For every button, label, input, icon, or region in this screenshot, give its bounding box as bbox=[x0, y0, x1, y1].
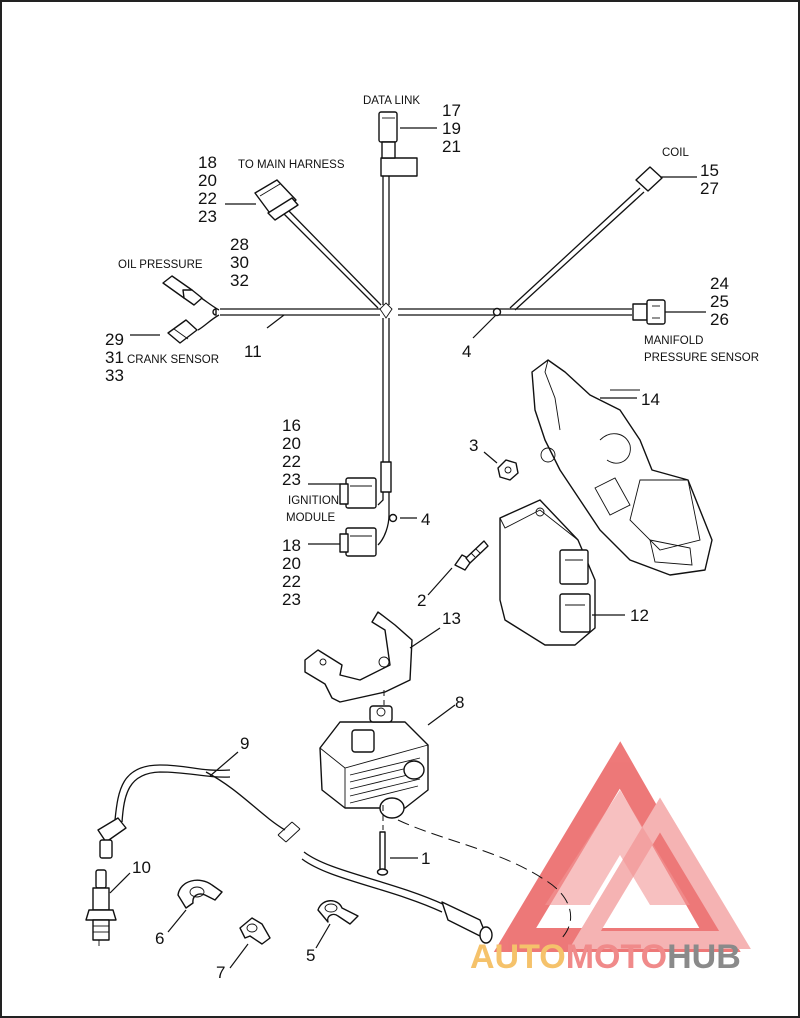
watermark-hub: HUB bbox=[667, 938, 741, 976]
callout-25: 25 bbox=[710, 292, 729, 311]
cable-clip-medium bbox=[315, 900, 359, 949]
callout-22-lower: 22 bbox=[282, 572, 301, 591]
label-crank-sensor: CRANK SENSOR bbox=[127, 354, 219, 366]
label-manifold: MANIFOLD bbox=[644, 335, 703, 347]
spark-plug-cable bbox=[97, 751, 572, 944]
callout-20: 20 bbox=[198, 171, 217, 190]
callout-4-lower: 4 bbox=[421, 510, 430, 529]
label-data-link: DATA LINK bbox=[363, 95, 420, 107]
callout-3: 3 bbox=[469, 436, 478, 455]
main-harness-connector bbox=[225, 179, 299, 221]
coil-connector bbox=[635, 166, 697, 192]
spark-plug bbox=[85, 869, 131, 946]
callout-5: 5 bbox=[306, 946, 315, 965]
callout-22-upper: 22 bbox=[282, 452, 301, 471]
callout-26: 26 bbox=[710, 310, 729, 329]
data-link-connector bbox=[378, 111, 437, 159]
watermark-moto: MOTO bbox=[566, 938, 667, 976]
label-ignition: IGNITION bbox=[288, 495, 339, 507]
manifold-sensor-connector bbox=[632, 299, 706, 325]
oil-pressure-connector bbox=[162, 275, 203, 306]
callout-29: 29 bbox=[105, 330, 124, 349]
callout-14: 14 bbox=[641, 390, 660, 409]
label-pressure-sensor: PRESSURE SENSOR bbox=[644, 352, 759, 364]
watermark-logo bbox=[493, 741, 751, 952]
callout-23-upper: 23 bbox=[282, 470, 301, 489]
callout-27: 27 bbox=[700, 179, 719, 198]
callout-13: 13 bbox=[442, 609, 461, 628]
callout-28: 28 bbox=[230, 235, 249, 254]
callout-21: 21 bbox=[442, 137, 461, 156]
callout-8: 8 bbox=[455, 693, 464, 712]
callout-20-lower: 20 bbox=[282, 554, 301, 573]
label-coil: COIL bbox=[662, 147, 689, 159]
callout-12: 12 bbox=[630, 606, 649, 625]
housing-bracket bbox=[531, 359, 713, 576]
callout-19: 19 bbox=[442, 119, 461, 138]
ignition-coil bbox=[319, 704, 456, 830]
callout-11: 11 bbox=[244, 342, 262, 361]
callout-16: 16 bbox=[282, 416, 301, 435]
leader-lines bbox=[266, 314, 497, 519]
callout-23-lower: 23 bbox=[282, 590, 301, 609]
callout-24: 24 bbox=[710, 274, 729, 293]
watermark-text: AUTOMOTOHUB bbox=[470, 938, 741, 976]
ignition-module-connectors bbox=[308, 477, 377, 557]
svg-text:AUTOMOTOHUB: AUTOMOTOHUB bbox=[470, 938, 741, 976]
callout-23: 23 bbox=[198, 207, 217, 226]
ignition-module bbox=[499, 499, 625, 646]
callout-9: 9 bbox=[240, 734, 249, 753]
callout-32: 32 bbox=[230, 271, 249, 290]
callout-10: 10 bbox=[132, 858, 151, 877]
coil-bracket bbox=[304, 611, 441, 705]
labels: DATA LINK TO MAIN HARNESS COIL OIL PRESS… bbox=[118, 95, 759, 524]
wiring-harness bbox=[197, 157, 645, 546]
callout-2: 2 bbox=[417, 591, 426, 610]
callout-1: 1 bbox=[421, 849, 430, 868]
label-to-main-harness: TO MAIN HARNESS bbox=[238, 159, 345, 171]
callout-15: 15 bbox=[700, 161, 719, 180]
callout-20-upper: 20 bbox=[282, 434, 301, 453]
cable-clip-small bbox=[229, 917, 271, 969]
callout-7: 7 bbox=[216, 963, 225, 982]
nut bbox=[483, 451, 519, 481]
callout-6: 6 bbox=[155, 929, 164, 948]
callout-18: 18 bbox=[198, 153, 217, 172]
callout-31: 31 bbox=[105, 348, 124, 367]
cable-clip-large bbox=[167, 879, 223, 933]
watermark-auto: AUTO bbox=[470, 938, 566, 976]
label-module: MODULE bbox=[286, 512, 336, 524]
callout-4-upper: 4 bbox=[462, 342, 471, 361]
callout-30: 30 bbox=[230, 253, 249, 272]
callout-17: 17 bbox=[442, 101, 461, 120]
callout-33: 33 bbox=[105, 366, 124, 385]
coil-bolt bbox=[376, 831, 418, 876]
label-oil-pressure: OIL PRESSURE bbox=[118, 259, 203, 271]
callout-18-lower: 18 bbox=[282, 536, 301, 555]
screw bbox=[427, 540, 489, 596]
callout-numbers: 17 19 21 18 20 22 23 15 27 28 30 32 29 3… bbox=[105, 101, 729, 982]
callout-22: 22 bbox=[198, 189, 217, 208]
crank-sensor-connector bbox=[130, 319, 198, 344]
